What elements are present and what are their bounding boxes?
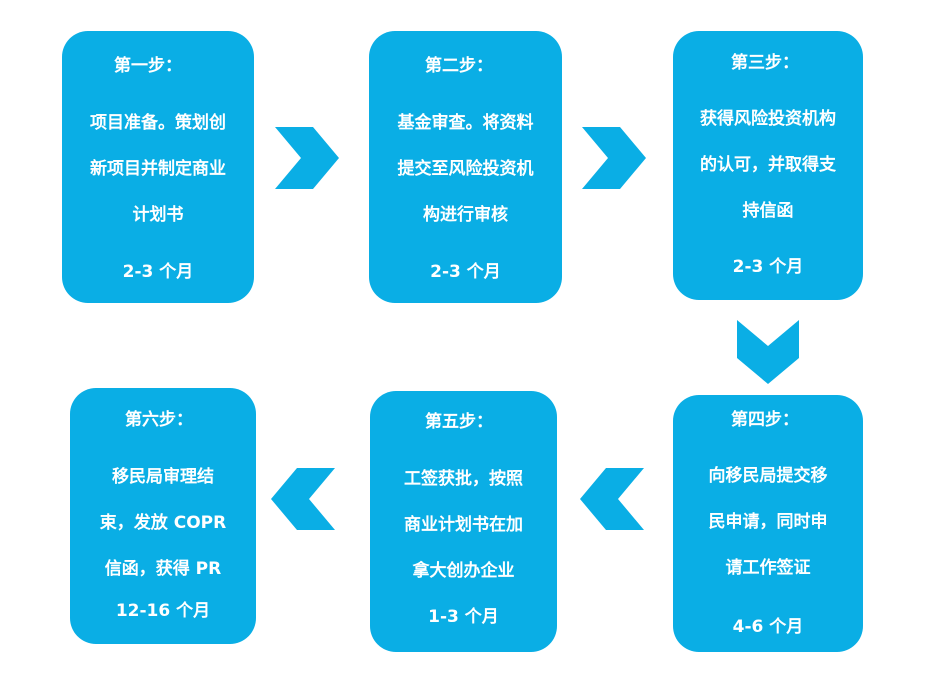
arrow-step-3-to-4 (737, 320, 799, 384)
step-3-line-1: 获得风险投资机构 (700, 109, 836, 129)
step-4-duration: 4-6 个月 (732, 617, 804, 637)
step-1-line-2: 新项目并制定商业 (90, 159, 226, 179)
step-1-description: 项目准备。策划创 新项目并制定商业 计划书 (62, 100, 254, 238)
chevron-down-icon (737, 320, 799, 384)
step-4-description: 向移民局提交移 民申请，同时申 请工作签证 (673, 453, 863, 591)
step-1-line-1: 项目准备。策划创 (90, 113, 226, 133)
step-6-title: 第六步： (125, 410, 193, 430)
step-3-line-3: 持信函 (742, 201, 794, 221)
step-1-title: 第一步： (114, 56, 182, 76)
step-6-box: 第六步： 移民局审理结 束，发放 COPR 信函，获得 PR 12-16 个月 (70, 388, 256, 644)
step-5-line-2: 商业计划书在加 (404, 515, 523, 535)
step-4-line-2: 民申请，同时申 (708, 512, 828, 532)
step-5-description: 工签获批，按照 商业计划书在加 拿大创办企业 (370, 456, 557, 594)
step-2-description: 基金审查。将资料 提交至风险投资机 构进行审核 (369, 100, 562, 238)
step-2-duration: 2-3 个月 (430, 262, 501, 282)
step-2-box: 第二步： 基金审查。将资料 提交至风险投资机 构进行审核 2-3 个月 (369, 31, 562, 303)
step-3-box: 第三步： 获得风险投资机构 的认可，并取得支 持信函 2-3 个月 (673, 31, 863, 300)
chevron-left-icon (580, 468, 644, 530)
step-2-line-2: 提交至风险投资机 (397, 159, 534, 179)
step-5-duration: 1-3 个月 (428, 607, 499, 627)
step-6-description: 移民局审理结 束，发放 COPR 信函，获得 PR (70, 454, 256, 592)
step-3-duration: 2-3 个月 (732, 257, 804, 277)
step-5-line-1: 工签获批，按照 (404, 469, 523, 489)
step-6-line-2: 束，发放 COPR (99, 513, 227, 533)
step-6-line-3: 信函，获得 PR (104, 559, 222, 579)
step-1-line-3: 计划书 (132, 205, 184, 225)
step-4-title: 第四步： (731, 410, 799, 430)
step-5-box: 第五步： 工签获批，按照 商业计划书在加 拿大创办企业 1-3 个月 (370, 391, 557, 652)
step-3-description: 获得风险投资机构 的认可，并取得支 持信函 (673, 96, 863, 234)
step-1-duration: 2-3 个月 (122, 262, 194, 282)
step-5-title: 第五步： (425, 412, 493, 432)
step-3-title: 第三步： (731, 53, 799, 73)
arrow-step-4-to-5 (580, 468, 644, 530)
chevron-right-icon (275, 127, 339, 189)
chevron-left-icon (271, 468, 335, 530)
arrow-step-2-to-3 (582, 127, 646, 189)
step-4-line-1: 向移民局提交移 (708, 466, 828, 486)
arrow-step-5-to-6 (271, 468, 335, 530)
arrow-step-1-to-2 (275, 127, 339, 189)
step-1-box: 第一步： 项目准备。策划创 新项目并制定商业 计划书 2-3 个月 (62, 31, 254, 303)
step-6-line-1: 移民局审理结 (112, 467, 214, 487)
step-6-duration: 12-16 个月 (115, 601, 211, 621)
step-2-title: 第二步： (425, 56, 493, 76)
step-4-line-3: 请工作签证 (725, 558, 811, 578)
step-5-line-3: 拿大创办企业 (412, 561, 515, 581)
step-4-box: 第四步： 向移民局提交移 民申请，同时申 请工作签证 4-6 个月 (673, 395, 863, 652)
chevron-right-icon (582, 127, 646, 189)
step-2-line-3: 构进行审核 (423, 205, 508, 225)
step-3-line-2: 的认可，并取得支 (700, 155, 836, 175)
step-2-line-1: 基金审查。将资料 (397, 113, 534, 133)
